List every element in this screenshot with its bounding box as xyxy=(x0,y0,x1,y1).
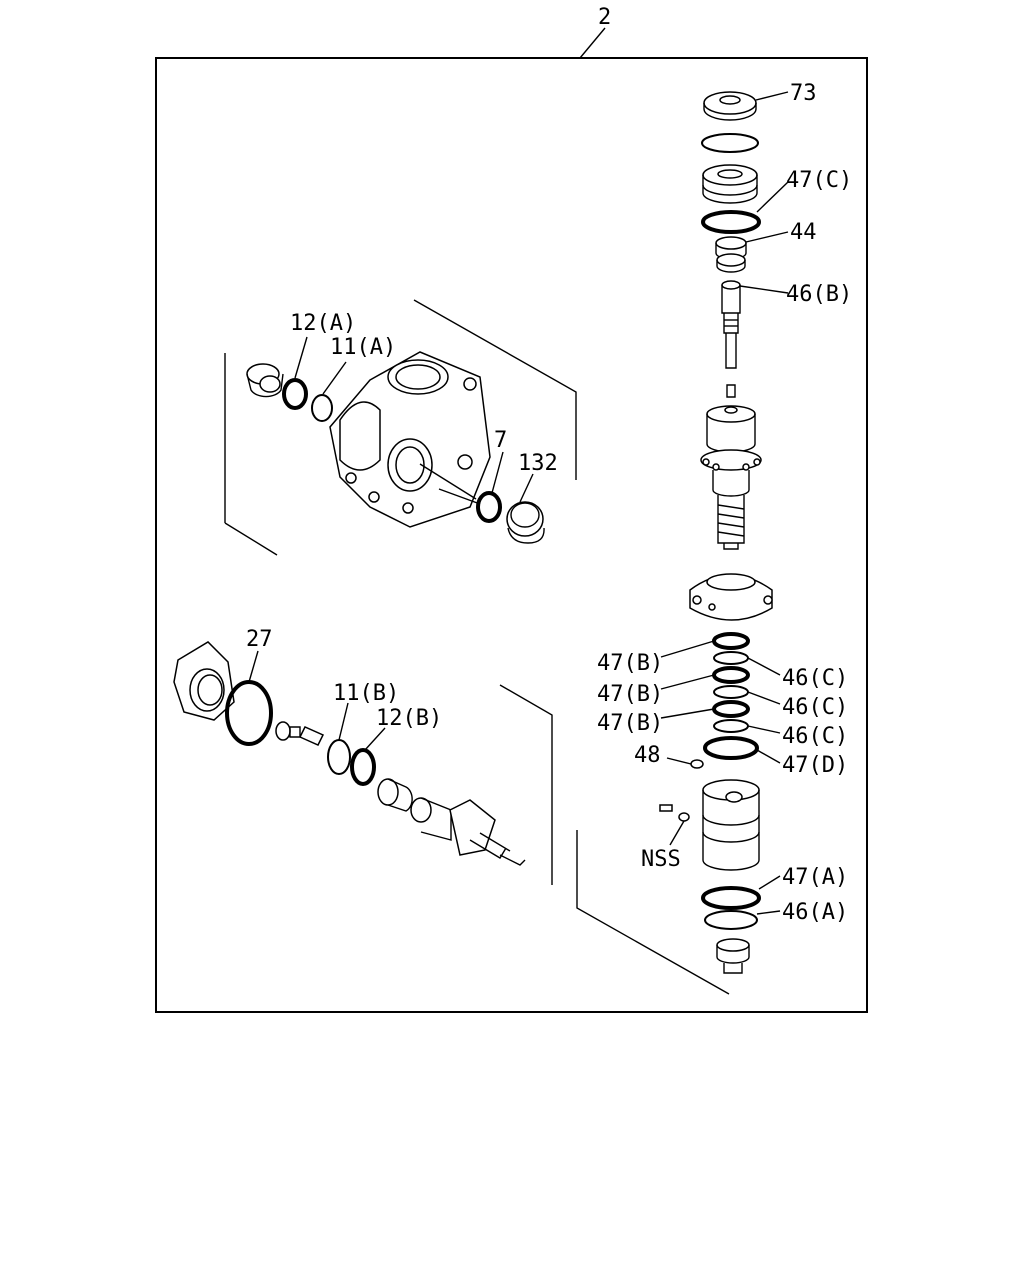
side-cover xyxy=(173,641,235,721)
valve-stack xyxy=(659,91,773,974)
callout-7: 7 xyxy=(494,428,507,453)
callout-12a: 12(A) xyxy=(290,311,356,336)
needle-bearing-lower xyxy=(377,778,413,812)
callout-46c-3: 46(C) xyxy=(782,724,848,749)
snap-ring-11a xyxy=(311,394,333,422)
callout-47a: 47(A) xyxy=(782,865,848,890)
input-shaft xyxy=(721,280,741,398)
callout-labels: 73 47(C) 44 46(B) 12(A) 11(A) 7 132 27 1… xyxy=(246,81,852,925)
washer-48 xyxy=(690,759,704,769)
sector-shaft xyxy=(410,797,526,866)
o-ring-27 xyxy=(225,680,273,746)
callout-nss: NSS xyxy=(641,847,681,872)
seal-46a xyxy=(704,910,758,930)
callout-46b: 46(B) xyxy=(786,282,852,307)
o-ring-47b-3 xyxy=(712,700,750,718)
o-ring-47d xyxy=(703,736,759,760)
callout-47b-2: 47(B) xyxy=(597,682,663,707)
assembly-ref-label: 2 xyxy=(598,5,611,30)
needle-bearing-upper xyxy=(246,363,284,398)
assembly-frame xyxy=(155,57,868,1013)
o-ring-47c xyxy=(701,210,761,234)
assembly-leader xyxy=(579,27,606,59)
callout-47b-3: 47(B) xyxy=(597,711,663,736)
seal-46c-1 xyxy=(713,651,749,665)
sector-shaft-group xyxy=(173,641,730,995)
cap-132 xyxy=(506,501,545,544)
valve-housing-flange xyxy=(689,573,773,621)
bearing-44 xyxy=(715,236,747,273)
snap-ring-11b xyxy=(327,739,351,775)
callout-46c-1: 46(C) xyxy=(782,666,848,691)
callout-73: 73 xyxy=(790,81,817,106)
adjuster-screw xyxy=(275,721,325,746)
o-ring-47b-1 xyxy=(712,632,750,650)
oil-seal-12b xyxy=(350,748,376,786)
callout-132: 132 xyxy=(518,451,558,476)
ring-under-73 xyxy=(701,133,759,153)
callout-11b: 11(B) xyxy=(333,681,399,706)
gear-housing xyxy=(329,351,491,528)
seal-46c-2 xyxy=(713,685,749,699)
gear-housing-group xyxy=(224,299,577,556)
end-plug xyxy=(716,938,750,974)
callout-47c: 47(C) xyxy=(786,168,852,193)
callout-47d: 47(D) xyxy=(782,753,848,778)
callout-46c-2: 46(C) xyxy=(782,695,848,720)
callout-46a: 46(A) xyxy=(782,900,848,925)
seal-73 xyxy=(703,91,757,121)
oil-seal-12a xyxy=(282,378,308,410)
callout-48: 48 xyxy=(634,743,661,768)
callout-27: 27 xyxy=(246,627,273,652)
callout-12b: 12(B) xyxy=(376,706,442,731)
seal-46c-3 xyxy=(713,719,749,733)
callout-47b-1: 47(B) xyxy=(597,651,663,676)
leader-lines xyxy=(248,91,789,915)
o-ring-47b-2 xyxy=(712,666,750,684)
callout-11a: 11(A) xyxy=(330,335,396,360)
callout-44: 44 xyxy=(790,220,817,245)
o-ring-47a xyxy=(701,886,761,910)
valve-body xyxy=(700,405,762,550)
oil-seal-7 xyxy=(476,491,502,523)
upper-cap xyxy=(702,164,758,204)
lower-valve-housing xyxy=(659,779,760,871)
